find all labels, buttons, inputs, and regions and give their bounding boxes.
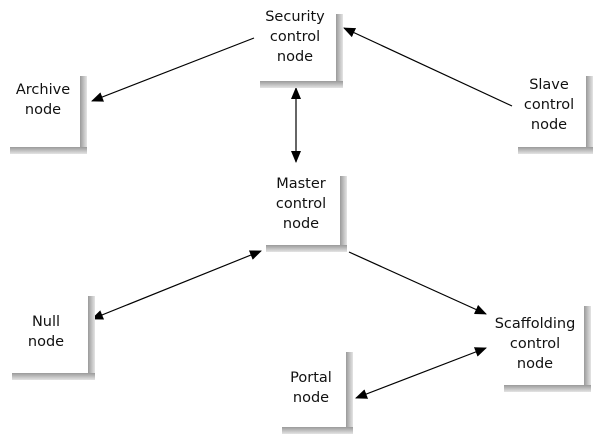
node-archive: Archive node: [6, 70, 92, 154]
node-label: Slave control node: [523, 77, 575, 133]
edge-slave-to-security: [343, 27, 513, 107]
node-master-control: Master control node: [260, 168, 352, 252]
node-scaffolding-control: Scaffolding control node: [484, 306, 598, 392]
node-shadow: [518, 76, 593, 154]
edge-null-master: [91, 250, 262, 320]
edge-security-to-archive: [91, 37, 255, 102]
node-shadow: [282, 352, 353, 434]
node-null: Null node: [6, 296, 98, 380]
node-label: Security control node: [265, 9, 325, 65]
node-shadow: [504, 306, 591, 392]
node-shadow: [12, 296, 95, 380]
node-shadow: [260, 14, 343, 88]
node-label: Master control node: [275, 176, 327, 232]
node-security-control: Security control node: [250, 4, 350, 88]
node-label: Portal node: [290, 370, 332, 406]
edge-portal-scaffolding: [355, 347, 487, 399]
node-label: Archive node: [15, 82, 71, 118]
node-portal: Portal node: [278, 352, 360, 436]
edge-master-to-scaffolding: [348, 251, 487, 315]
node-slave-control: Slave control node: [510, 70, 600, 154]
node-shadow: [266, 176, 347, 252]
node-shadow: [10, 76, 87, 154]
node-label: Null node: [27, 314, 65, 350]
node-label: Scaffolding control node: [494, 316, 576, 372]
